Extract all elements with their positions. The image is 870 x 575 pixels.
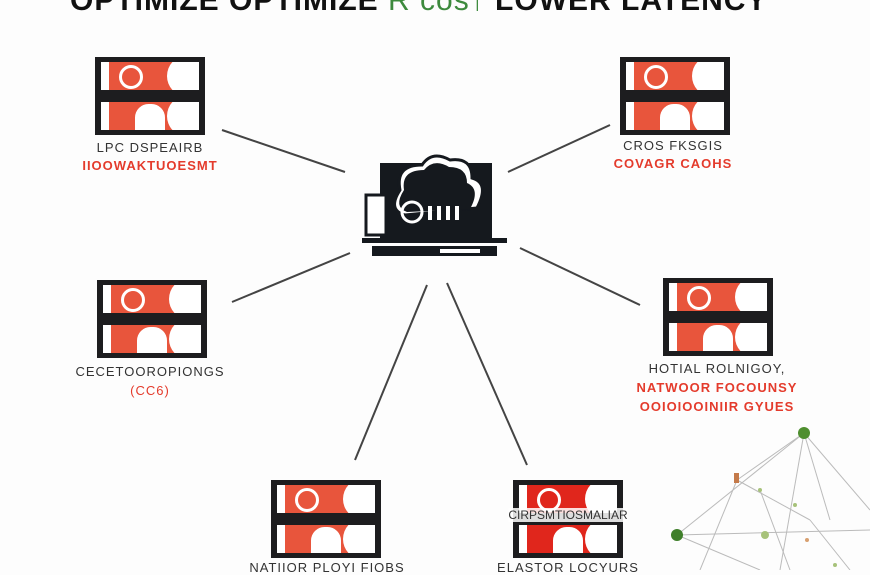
connector-5 <box>354 284 428 461</box>
node-2-label: CROS FKSGIS <box>623 138 723 153</box>
network-nodes <box>671 427 837 567</box>
node-3-label: CECETOOROPIONGS <box>75 364 225 379</box>
connector-1 <box>221 129 346 173</box>
service-node-4 <box>663 278 773 356</box>
title-part3: LOWER LATENCY <box>495 0 768 17</box>
node-6-overlay-label: CIRPSMTIOSMALIAR <box>508 508 628 522</box>
node-3-sublabel: (CC6) <box>130 383 170 398</box>
title-part2: R cos↑ <box>388 0 486 17</box>
connector-6 <box>446 282 528 466</box>
service-window-icon <box>121 288 145 312</box>
connector-2 <box>507 124 611 173</box>
service-node-2 <box>620 57 730 135</box>
node-5-label: NATIIOR PLOYI FIOBS <box>249 560 405 575</box>
node-4-sublabel: NATWOOR FOCOUNSY <box>636 380 798 395</box>
service-window-icon <box>295 488 319 512</box>
node-4-sublabel-2: OOIOIOOINIIR GYUES <box>639 399 795 414</box>
node-1-sublabel: IIOOWAKTUOESMT <box>82 158 218 173</box>
diagram-title: OPTIMIZE OPTIMIZE R cos↑ LOWER LATENCY <box>70 0 767 18</box>
node-6-label: ELASTOR LOCYURS <box>497 560 639 575</box>
network-graph-icon <box>676 432 870 570</box>
service-window-icon <box>687 286 711 310</box>
title-part1: OPTIMIZE OPTIMIZE <box>70 0 379 17</box>
node-4-label: HOTIAL ROLNIGOY, <box>648 361 786 376</box>
service-node-1 <box>95 57 205 135</box>
connector-4 <box>519 247 641 306</box>
service-window-icon <box>119 65 143 89</box>
service-window-icon <box>644 65 668 89</box>
node-1-label: LPC DSPEAIRB <box>96 140 204 155</box>
connector-3 <box>231 252 351 303</box>
service-node-5 <box>271 480 381 558</box>
node-2-sublabel: COVAGR CAOHS <box>613 156 733 171</box>
cloud-server-icon <box>362 154 507 256</box>
service-node-3 <box>97 280 207 358</box>
